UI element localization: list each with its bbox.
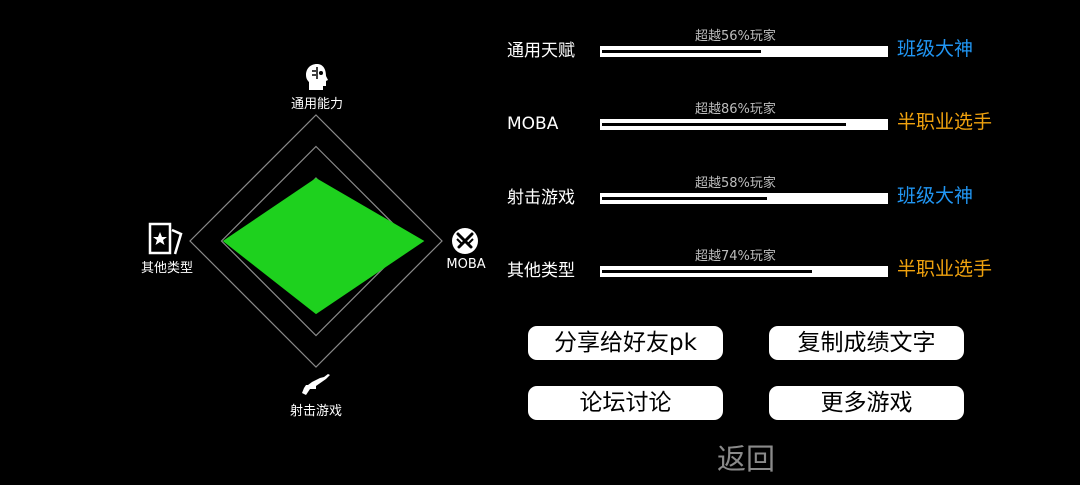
radar-grid-ring [220, 145, 412, 337]
stat-percentile-text: 超越56%玩家 [695, 29, 776, 44]
more-games-button[interactable]: 更多游戏 [769, 386, 964, 420]
stat-name: MOBA [507, 114, 559, 134]
star-card-icon [148, 222, 183, 255]
stat-progress-bar [600, 119, 888, 130]
radar-label-left: 其他类型 [140, 261, 194, 276]
stat-progress-bar [600, 266, 888, 277]
radar-label-top: 通用能力 [290, 97, 344, 112]
stat-row-general: 通用天赋 超越56%玩家 班级大神 [507, 25, 987, 65]
stat-progress-fill [602, 123, 847, 126]
rifle-icon [302, 374, 330, 395]
radar-grid-ring [189, 114, 443, 368]
forum-button[interactable]: 论坛讨论 [528, 386, 723, 420]
radar-label-right: MOBA [446, 257, 486, 272]
stat-name: 射击游戏 [507, 188, 575, 208]
stat-name: 通用天赋 [507, 41, 575, 61]
back-button[interactable]: 返回 [717, 442, 776, 476]
stat-row-moba: MOBA 超越86%玩家 半职业选手 [507, 98, 992, 138]
stat-name: 其他类型 [507, 261, 575, 281]
stat-percentile-text: 超越58%玩家 [695, 176, 776, 191]
stat-row-other: 其他类型 超越74%玩家 半职业选手 [507, 245, 992, 285]
stat-progress-fill [602, 197, 767, 200]
copy-results-button[interactable]: 复制成绩文字 [769, 326, 964, 360]
stat-progress-fill [602, 50, 762, 53]
stat-percentile-text: 超越74%玩家 [695, 249, 776, 264]
stat-rank: 班级大神 [897, 185, 974, 207]
radar-data-polygon [222, 178, 425, 315]
stat-progress-bar [600, 46, 888, 57]
stat-rank: 半职业选手 [897, 258, 993, 280]
stat-rank: 半职业选手 [897, 111, 993, 133]
stat-row-shooter: 射击游戏 超越58%玩家 班级大神 [507, 172, 987, 212]
radar-label-bottom: 射击游戏 [289, 404, 343, 419]
share-pk-button[interactable]: 分享给好友pk [528, 326, 723, 360]
stat-percentile-text: 超越86%玩家 [695, 102, 776, 117]
radar-chart [189, 114, 443, 368]
robot-head-icon [306, 64, 328, 90]
stat-progress-fill [602, 270, 813, 273]
crossed-swords-icon [452, 228, 478, 254]
stat-rank: 班级大神 [897, 38, 974, 60]
stat-progress-bar [600, 193, 888, 204]
